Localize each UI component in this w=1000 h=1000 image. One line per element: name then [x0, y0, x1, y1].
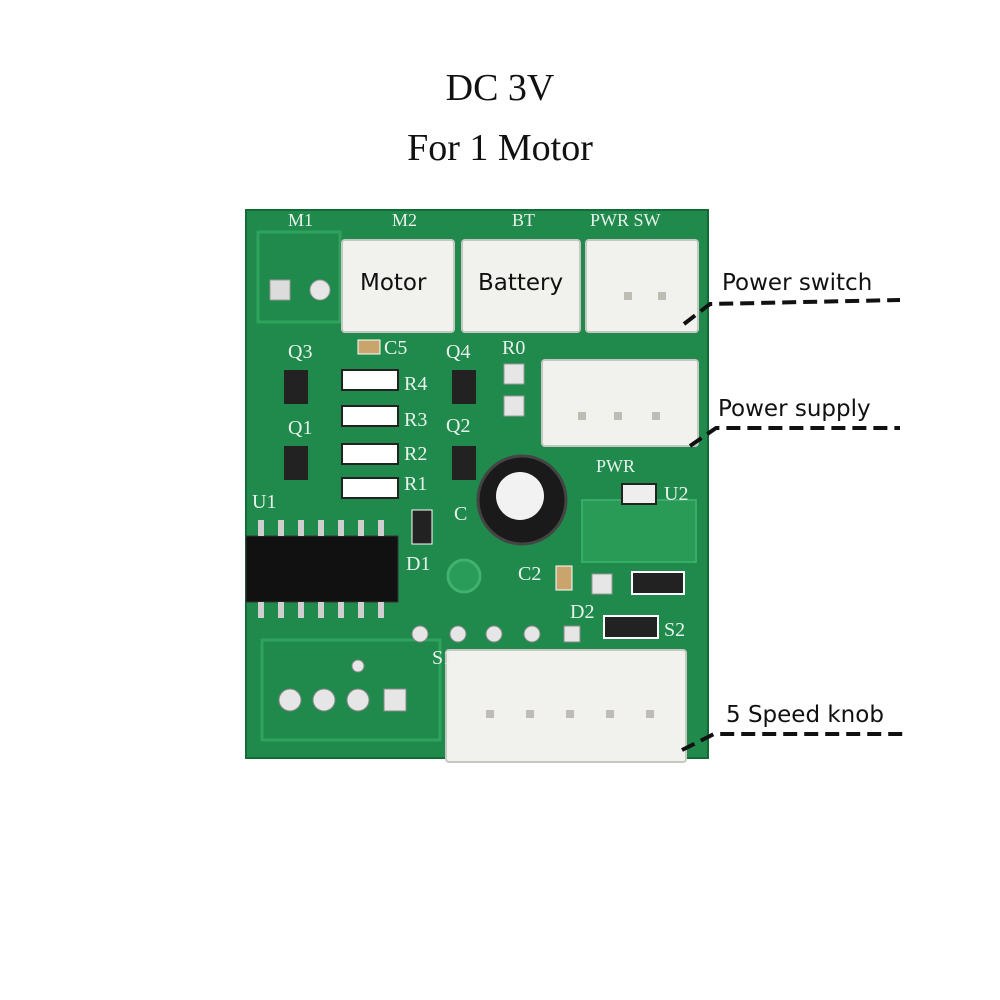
header-holes [411, 625, 581, 643]
power-switch-leader [682, 298, 901, 326]
m1-pad-round [309, 279, 331, 301]
silk-c5: C5 [384, 337, 407, 359]
power-supply-pin [578, 412, 586, 420]
silk-m1: M1 [288, 210, 313, 230]
silk-pwr-sw: PWR SW [590, 210, 661, 230]
resistor-r4 [341, 369, 399, 391]
capacitor-top [496, 472, 544, 520]
diode-d1 [411, 509, 433, 545]
transistor-q1 [284, 446, 308, 480]
battery-connector-label: Battery [478, 270, 564, 296]
ic-u1-pins [258, 520, 384, 618]
transistor-q2 [452, 446, 476, 480]
speed-knob-callout: 5 Speed knob [726, 702, 884, 728]
silk-r0: R0 [502, 337, 525, 359]
transistor-q4 [452, 370, 476, 404]
power-switch-pin [658, 292, 666, 300]
resistor-r1 [341, 477, 399, 499]
speed-knob-pin [606, 710, 614, 718]
silk-pwr: PWR [596, 456, 635, 476]
title-voltage: DC 3V [445, 67, 555, 109]
speed-knob-connector [445, 649, 687, 763]
title-motor-count: For 1 Motor [407, 127, 593, 169]
silk-u1: U1 [252, 491, 276, 513]
transistor-q3 [284, 370, 308, 404]
pcb-trace-area [581, 499, 697, 563]
silk-q3: Q3 [288, 341, 312, 363]
speed-knob-pin [486, 710, 494, 718]
silk-q2: Q2 [446, 415, 470, 437]
motor-connector-label: Motor [360, 270, 427, 296]
silk-c: C [454, 503, 467, 525]
speed-knob-pin [566, 710, 574, 718]
speed-knob-pin [646, 710, 654, 718]
u2-chip [621, 483, 657, 505]
pcb-trace-area [260, 638, 442, 742]
resistor-r2 [341, 443, 399, 465]
silk-s1: S1 [432, 647, 453, 669]
power-supply-leader [688, 426, 900, 448]
speed-knob-pin [526, 710, 534, 718]
silk-r3: R3 [404, 409, 427, 431]
power-supply-connector [541, 359, 699, 447]
silk-m2: M2 [392, 210, 417, 230]
capacitor-c5 [357, 339, 381, 355]
ic-u1 [245, 535, 399, 603]
silk-u2: U2 [664, 483, 688, 505]
r0-pad [503, 395, 525, 417]
diode-d2 [591, 573, 613, 595]
power-supply-pin [652, 412, 660, 420]
silk-d1: D1 [406, 553, 430, 575]
power-supply-callout: Power supply [718, 396, 871, 422]
power-switch-pin [624, 292, 632, 300]
silk-r4: R4 [404, 373, 427, 395]
led-indicator [446, 558, 482, 594]
motor-connector [341, 239, 455, 333]
power-switch-callout: Power switch [722, 270, 873, 296]
silk-bt: BT [512, 210, 535, 230]
silk-r1: R1 [404, 473, 427, 495]
battery-pads [278, 659, 407, 712]
switch-s2 [603, 615, 659, 639]
power-supply-pin [614, 412, 622, 420]
silk-q1: Q1 [288, 417, 312, 439]
silk-s2: S2 [664, 619, 685, 641]
silk-r2: R2 [404, 443, 427, 465]
pcb-trace-area [256, 230, 342, 324]
r0-pad [503, 363, 525, 385]
silk-q4: Q4 [446, 341, 470, 363]
power-switch-connector [585, 239, 699, 333]
capacitor-c2 [555, 565, 573, 591]
m1-pad-square [269, 279, 291, 301]
resistor-r3 [341, 405, 399, 427]
silk-d2: D2 [570, 601, 594, 623]
silk-c2: C2 [518, 563, 541, 585]
speed-knob-leader [681, 732, 904, 752]
battery-connector [461, 239, 581, 333]
resistor-small [631, 571, 685, 595]
